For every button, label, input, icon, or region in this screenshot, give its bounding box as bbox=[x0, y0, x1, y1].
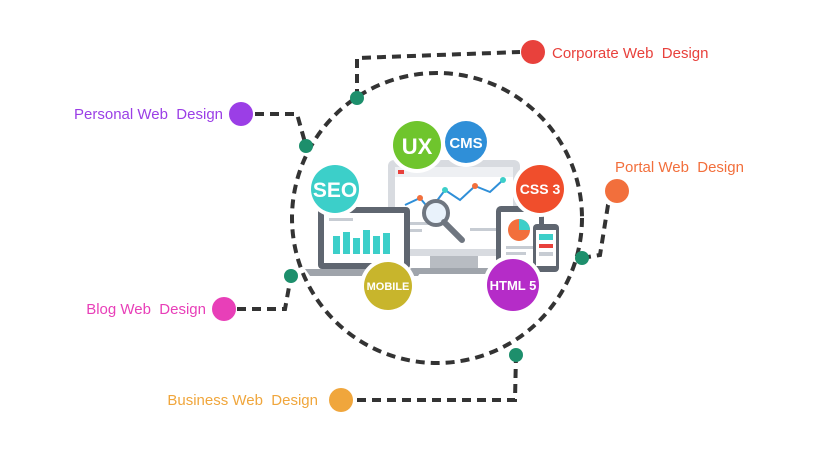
corporate-dot bbox=[521, 40, 545, 64]
ux-badge-label: UX bbox=[402, 134, 433, 159]
node-portal bbox=[575, 251, 589, 265]
node-personal bbox=[299, 139, 313, 153]
css3-badge: CSS 3 bbox=[512, 161, 568, 217]
business-dot bbox=[329, 388, 353, 412]
business-label: Business Web Design bbox=[167, 392, 318, 409]
portal-dot bbox=[605, 179, 629, 203]
portal-connector bbox=[581, 191, 619, 260]
node-business bbox=[509, 348, 523, 362]
mobile-badge-label: MOBILE bbox=[367, 281, 410, 293]
blog-dot bbox=[212, 297, 236, 321]
html5-badge-label: HTML 5 bbox=[490, 278, 537, 293]
corporate-label: Corporate Web Design bbox=[552, 45, 708, 62]
personal-label: Personal Web Design bbox=[74, 106, 223, 123]
seo-badge-label: SEO bbox=[313, 179, 357, 202]
corporate-connector bbox=[355, 50, 521, 98]
tablet-illustration bbox=[496, 206, 544, 270]
personal-connector bbox=[255, 112, 308, 147]
cms-badge: CMS bbox=[441, 117, 491, 167]
node-blog bbox=[284, 269, 298, 283]
phone-illustration bbox=[533, 224, 559, 272]
mobile-badge: MOBILE bbox=[360, 258, 416, 314]
laptop-illustration bbox=[305, 207, 423, 276]
node-corporate bbox=[350, 91, 364, 105]
css3-badge-label: CSS 3 bbox=[520, 181, 561, 197]
ring-nodes bbox=[284, 91, 589, 362]
html5-badge: HTML 5 bbox=[483, 255, 543, 315]
blog-connector bbox=[237, 275, 293, 311]
seo-badge: SEO bbox=[307, 161, 363, 217]
desktop-monitor-illustration bbox=[388, 160, 520, 274]
magnifier-icon bbox=[422, 199, 450, 227]
blog-label: Blog Web Design bbox=[86, 301, 206, 318]
business-connector bbox=[357, 354, 518, 402]
dashed-ring bbox=[290, 71, 584, 365]
portal-label: Portal Web Design bbox=[615, 159, 744, 176]
personal-dot bbox=[229, 102, 253, 126]
ux-badge: UX bbox=[389, 117, 445, 173]
cms-badge-label: CMS bbox=[449, 135, 482, 152]
